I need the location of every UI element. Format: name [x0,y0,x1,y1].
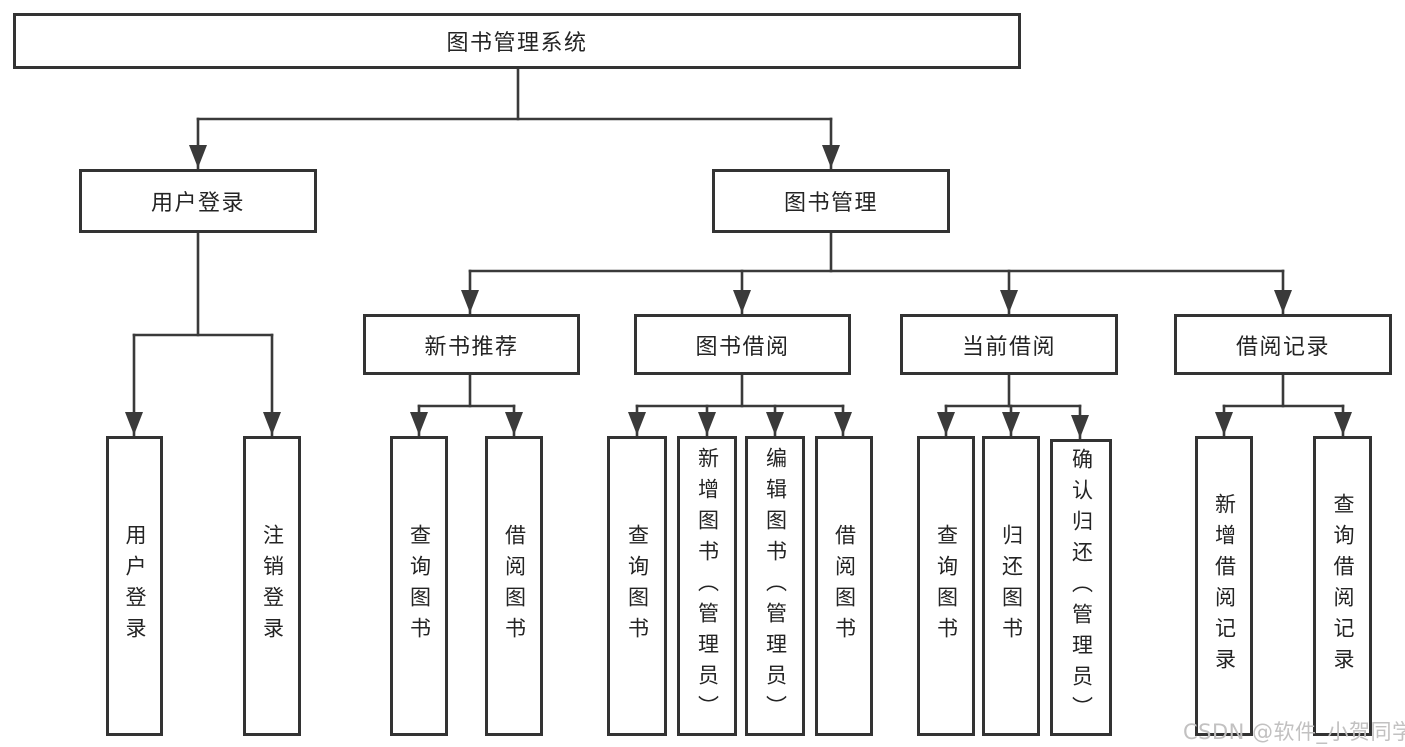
connectors-book-borrowing-branch [628,373,852,437]
leaf-current-query-books: 查询图书 [917,436,975,736]
leaf-newbook-query-books-label: 查询图书 [407,524,432,648]
leaf-newbook-borrow-books-label: 借阅图书 [502,524,527,648]
leaf-user-login-label: 用户登录 [123,524,147,648]
node-new-book-recommendation-label: 新书推荐 [424,334,519,360]
leaf-borrowing-query-books-label: 查询图书 [625,524,650,648]
leaf-current-query-books-label: 查询图书 [934,524,959,648]
node-current-borrowing: 当前借阅 [900,314,1118,375]
connectors-borrowing-records-branch [1215,373,1352,437]
node-current-borrowing-label: 当前借阅 [961,334,1056,360]
node-book-borrowing-label: 图书借阅 [695,334,790,360]
node-user-login-label: 用户登录 [150,191,245,216]
connectors-new-book-branch [410,373,523,437]
connectors-book-management-to-level3 [461,231,1292,315]
leaf-records-add-borrow-record: 新增借阅记录 [1195,436,1253,736]
leaf-borrowing-borrow-books-label: 借阅图书 [832,524,857,648]
leaf-borrowing-add-books-admin-label: 新增图书（管理员） [695,446,720,726]
node-book-management: 图书管理 [712,169,950,233]
node-book-borrowing: 图书借阅 [634,314,851,375]
leaf-user-login: 用户登录 [106,436,163,736]
leaf-borrowing-edit-books-admin: 编辑图书（管理员） [745,436,805,736]
leaf-records-query-borrow-record-label: 查询借阅记录 [1331,493,1355,679]
leaf-borrowing-add-books-admin: 新增图书（管理员） [677,436,737,736]
leaf-records-add-borrow-record-label: 新增借阅记录 [1212,493,1237,679]
node-library-management-system-label: 图书管理系统 [446,31,588,56]
csdn-watermark: CSDN @软件_小贺同学 [1183,720,1405,744]
connectors-user-login-branch [125,231,281,437]
leaf-logout-label: 注销登录 [260,524,285,648]
node-book-management-label: 图书管理 [783,191,878,216]
leaf-current-return-books-label: 归还图书 [999,524,1024,648]
leaf-borrowing-borrow-books: 借阅图书 [815,436,873,736]
leaf-records-query-borrow-record: 查询借阅记录 [1313,436,1372,736]
leaf-borrowing-query-books: 查询图书 [607,436,667,736]
leaf-logout: 注销登录 [243,436,301,736]
leaf-current-return-books: 归还图书 [982,436,1040,736]
leaf-current-confirm-return-admin: 确认归还（管理员） [1050,439,1112,736]
node-borrowing-records-label: 借阅记录 [1235,334,1330,360]
leaf-current-confirm-return-admin-label: 确认归还（管理员） [1069,448,1094,727]
node-borrowing-records: 借阅记录 [1174,314,1392,375]
node-new-book-recommendation: 新书推荐 [363,314,580,375]
node-user-login: 用户登录 [79,169,317,233]
connectors-root-to-level2 [189,66,840,170]
connectors-current-borrowing-branch [937,373,1089,440]
leaf-newbook-query-books: 查询图书 [390,436,448,736]
node-library-management-system: 图书管理系统 [13,13,1021,69]
leaf-newbook-borrow-books: 借阅图书 [485,436,543,736]
leaf-borrowing-edit-books-admin-label: 编辑图书（管理员） [763,446,788,726]
